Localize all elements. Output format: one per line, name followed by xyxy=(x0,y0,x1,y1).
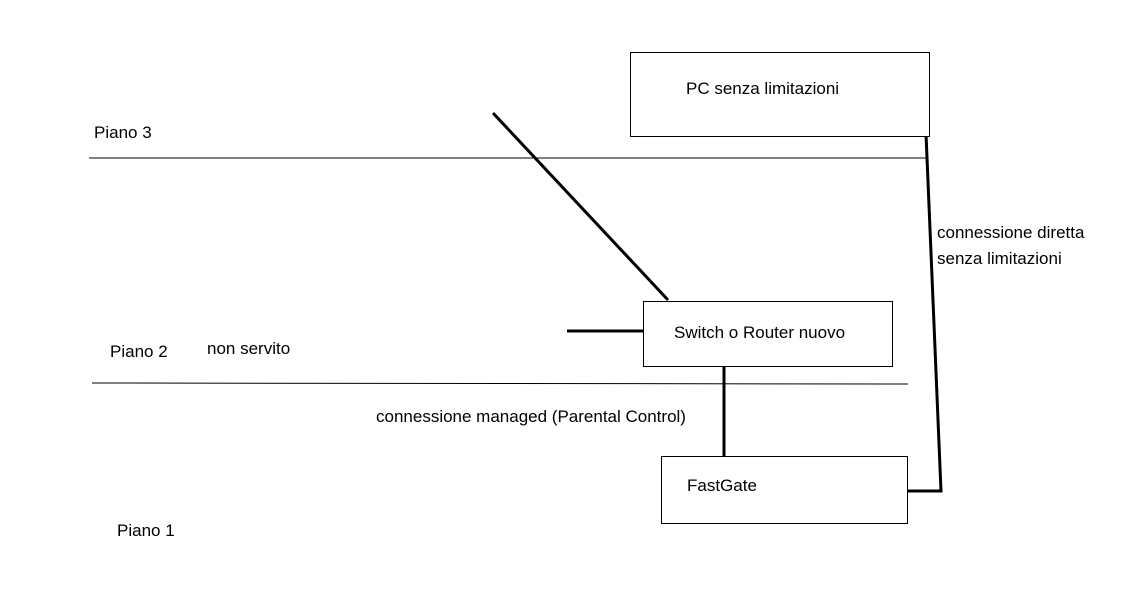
floor-2-note: non servito xyxy=(207,339,291,358)
pc-node-label: PC senza limitazioni xyxy=(686,79,840,98)
floor-label-1: Piano 1 xyxy=(117,521,175,540)
fastgate-node: FastGate xyxy=(661,456,908,524)
floor-label-3: Piano 3 xyxy=(94,123,152,142)
switch-node-label: Switch o Router nuovo xyxy=(674,323,846,342)
pc-node: PC senza limitazioni xyxy=(630,52,930,137)
direct-connection-label-line1: connessione diretta xyxy=(937,223,1085,242)
switch-node: Switch o Router nuovo xyxy=(643,301,893,367)
cable-upstairs-to-switch xyxy=(491,111,670,302)
direct-connection-label-line2: senza limitazioni xyxy=(937,249,1062,268)
floor-divider-2 xyxy=(91,382,909,385)
floor-label-2: Piano 2 xyxy=(110,342,168,361)
cable-direct xyxy=(908,109,943,493)
managed-connection-label: connessione managed (Parental Control) xyxy=(376,407,686,426)
fastgate-node-label: FastGate xyxy=(687,476,757,495)
